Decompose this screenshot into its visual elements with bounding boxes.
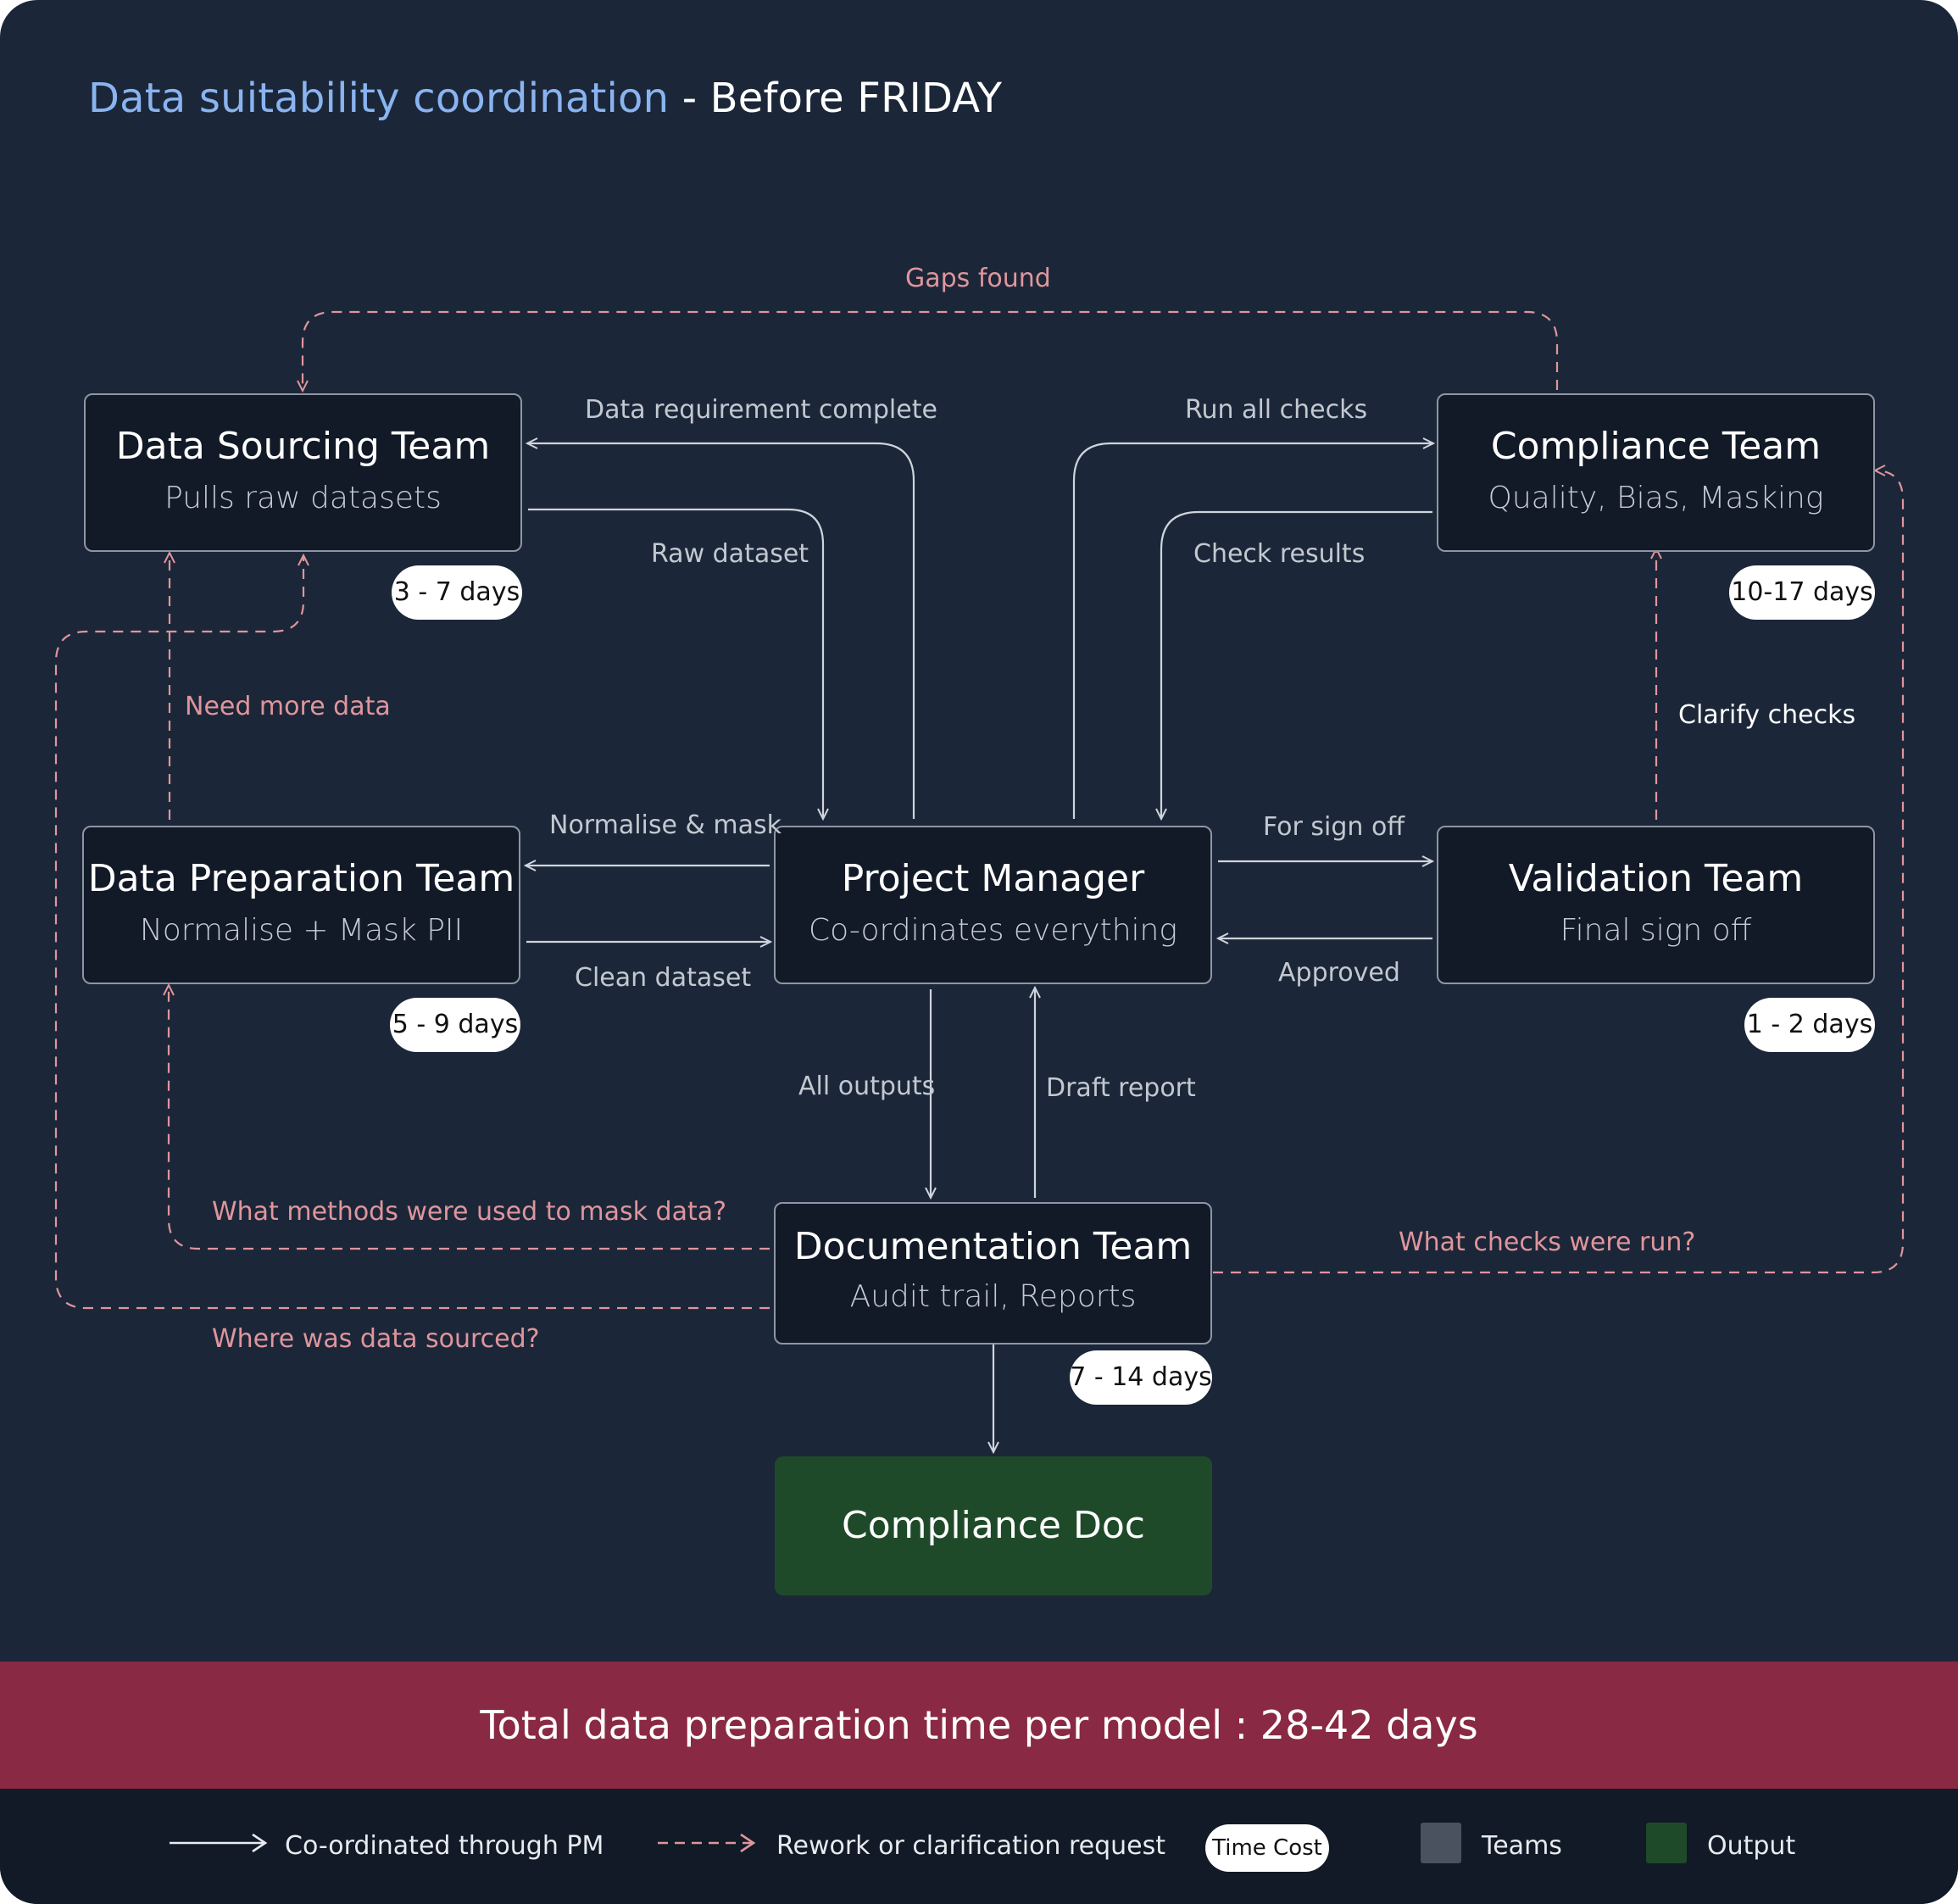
label-clean-dataset: Clean dataset [575,963,752,993]
label-check-results: Check results [1193,539,1366,569]
time-badge-data-preparation: 5 - 9 days [390,998,520,1052]
label-data-source-q: Where was data sourced? [212,1324,540,1354]
node-documentation-team: Documentation Team Audit trail, Reports [774,1202,1212,1344]
title-rest: - Before FRIDAY [669,75,1003,122]
legend-solid-arrow-head [252,1833,268,1853]
label-data-requirement-complete: Data requirement complete [585,395,937,425]
label-masking-methods: What methods were used to mask data? [212,1197,727,1227]
node-project-manager: Project Manager Co-ordinates everything [774,826,1212,984]
edge-data-source-q [54,555,770,1310]
legend-output-swatch [1646,1823,1687,1863]
label-approved: Approved [1278,958,1400,988]
node-title: Project Manager [841,857,1145,900]
label-run-all-checks: Run all checks [1185,395,1368,425]
edge-data-requirement-complete [527,443,915,819]
node-title: Data Preparation Team [87,857,515,900]
legend-lines [170,1833,756,1853]
node-compliance-doc: Compliance Doc [775,1456,1212,1595]
node-compliance-team: Compliance Team Quality, Bias, Masking [1437,393,1875,552]
title-highlight: Data suitability coordination [88,75,670,122]
time-badge-compliance: 10-17 days [1729,565,1875,620]
edge-checks-run-q [1213,470,1905,1274]
edge-masking-methods [169,985,770,1250]
label-clarify-checks: Clarify checks [1678,700,1856,730]
label-gaps-found: Gaps found [905,264,1051,293]
node-subtitle: Quality, Bias, Masking [1488,481,1824,515]
legend-teams-label: Teams [1482,1831,1562,1861]
time-badge-documentation: 7 - 14 days [1070,1350,1212,1405]
label-draft-report: Draft report [1046,1073,1196,1103]
node-data-sourcing-team: Data Sourcing Team Pulls raw datasets [84,393,522,552]
label-for-sign-off: For sign off [1263,812,1405,842]
node-title: Compliance Team [1490,425,1822,468]
label-need-more-data: Need more data [185,692,391,721]
node-title: Compliance Doc [842,1504,1145,1547]
node-subtitle: Final sign off [1560,913,1752,948]
legend-dashed-label: Rework or clarification request [776,1831,1166,1861]
legend-output-label: Output [1707,1831,1796,1861]
legend-time-cost: Time Cost [1205,1824,1329,1872]
label-all-outputs: All outputs [798,1072,936,1101]
total-time-banner: Total data preparation time per model : … [0,1662,1958,1789]
edge-raw-dataset [528,508,823,819]
legend: Co-ordinated through PM Rework or clarif… [0,1789,1958,1904]
node-data-preparation-team: Data Preparation Team Normalise + Mask P… [82,826,520,984]
label-normalise-mask: Normalise & mask [549,810,782,840]
node-subtitle: Co-ordinates everything [809,913,1177,948]
edge-check-results [1161,510,1432,819]
label-raw-dataset: Raw dataset [651,539,809,569]
legend-solid-label: Co-ordinated through PM [285,1831,604,1861]
diagram-title: Data suitability coordination - Before F… [88,75,1002,122]
time-badge-validation: 1 - 2 days [1744,998,1875,1052]
node-title: Data Sourcing Team [115,425,491,468]
node-subtitle: Audit trail, Reports [849,1279,1137,1314]
edge-run-all-checks [1072,443,1433,819]
node-validation-team: Validation Team Final sign off [1437,826,1875,984]
legend-teams-swatch [1421,1823,1461,1863]
legend-dashed-arrow-head [740,1833,756,1853]
label-checks-run-q: What checks were run? [1399,1228,1696,1257]
node-title: Documentation Team [793,1225,1193,1268]
edge-gaps-found [303,310,1559,391]
time-badge-data-sourcing: 3 - 7 days [392,565,522,620]
node-subtitle: Normalise + Mask PII [139,913,464,948]
node-title: Validation Team [1508,857,1804,900]
node-subtitle: Pulls raw datasets [164,481,442,515]
